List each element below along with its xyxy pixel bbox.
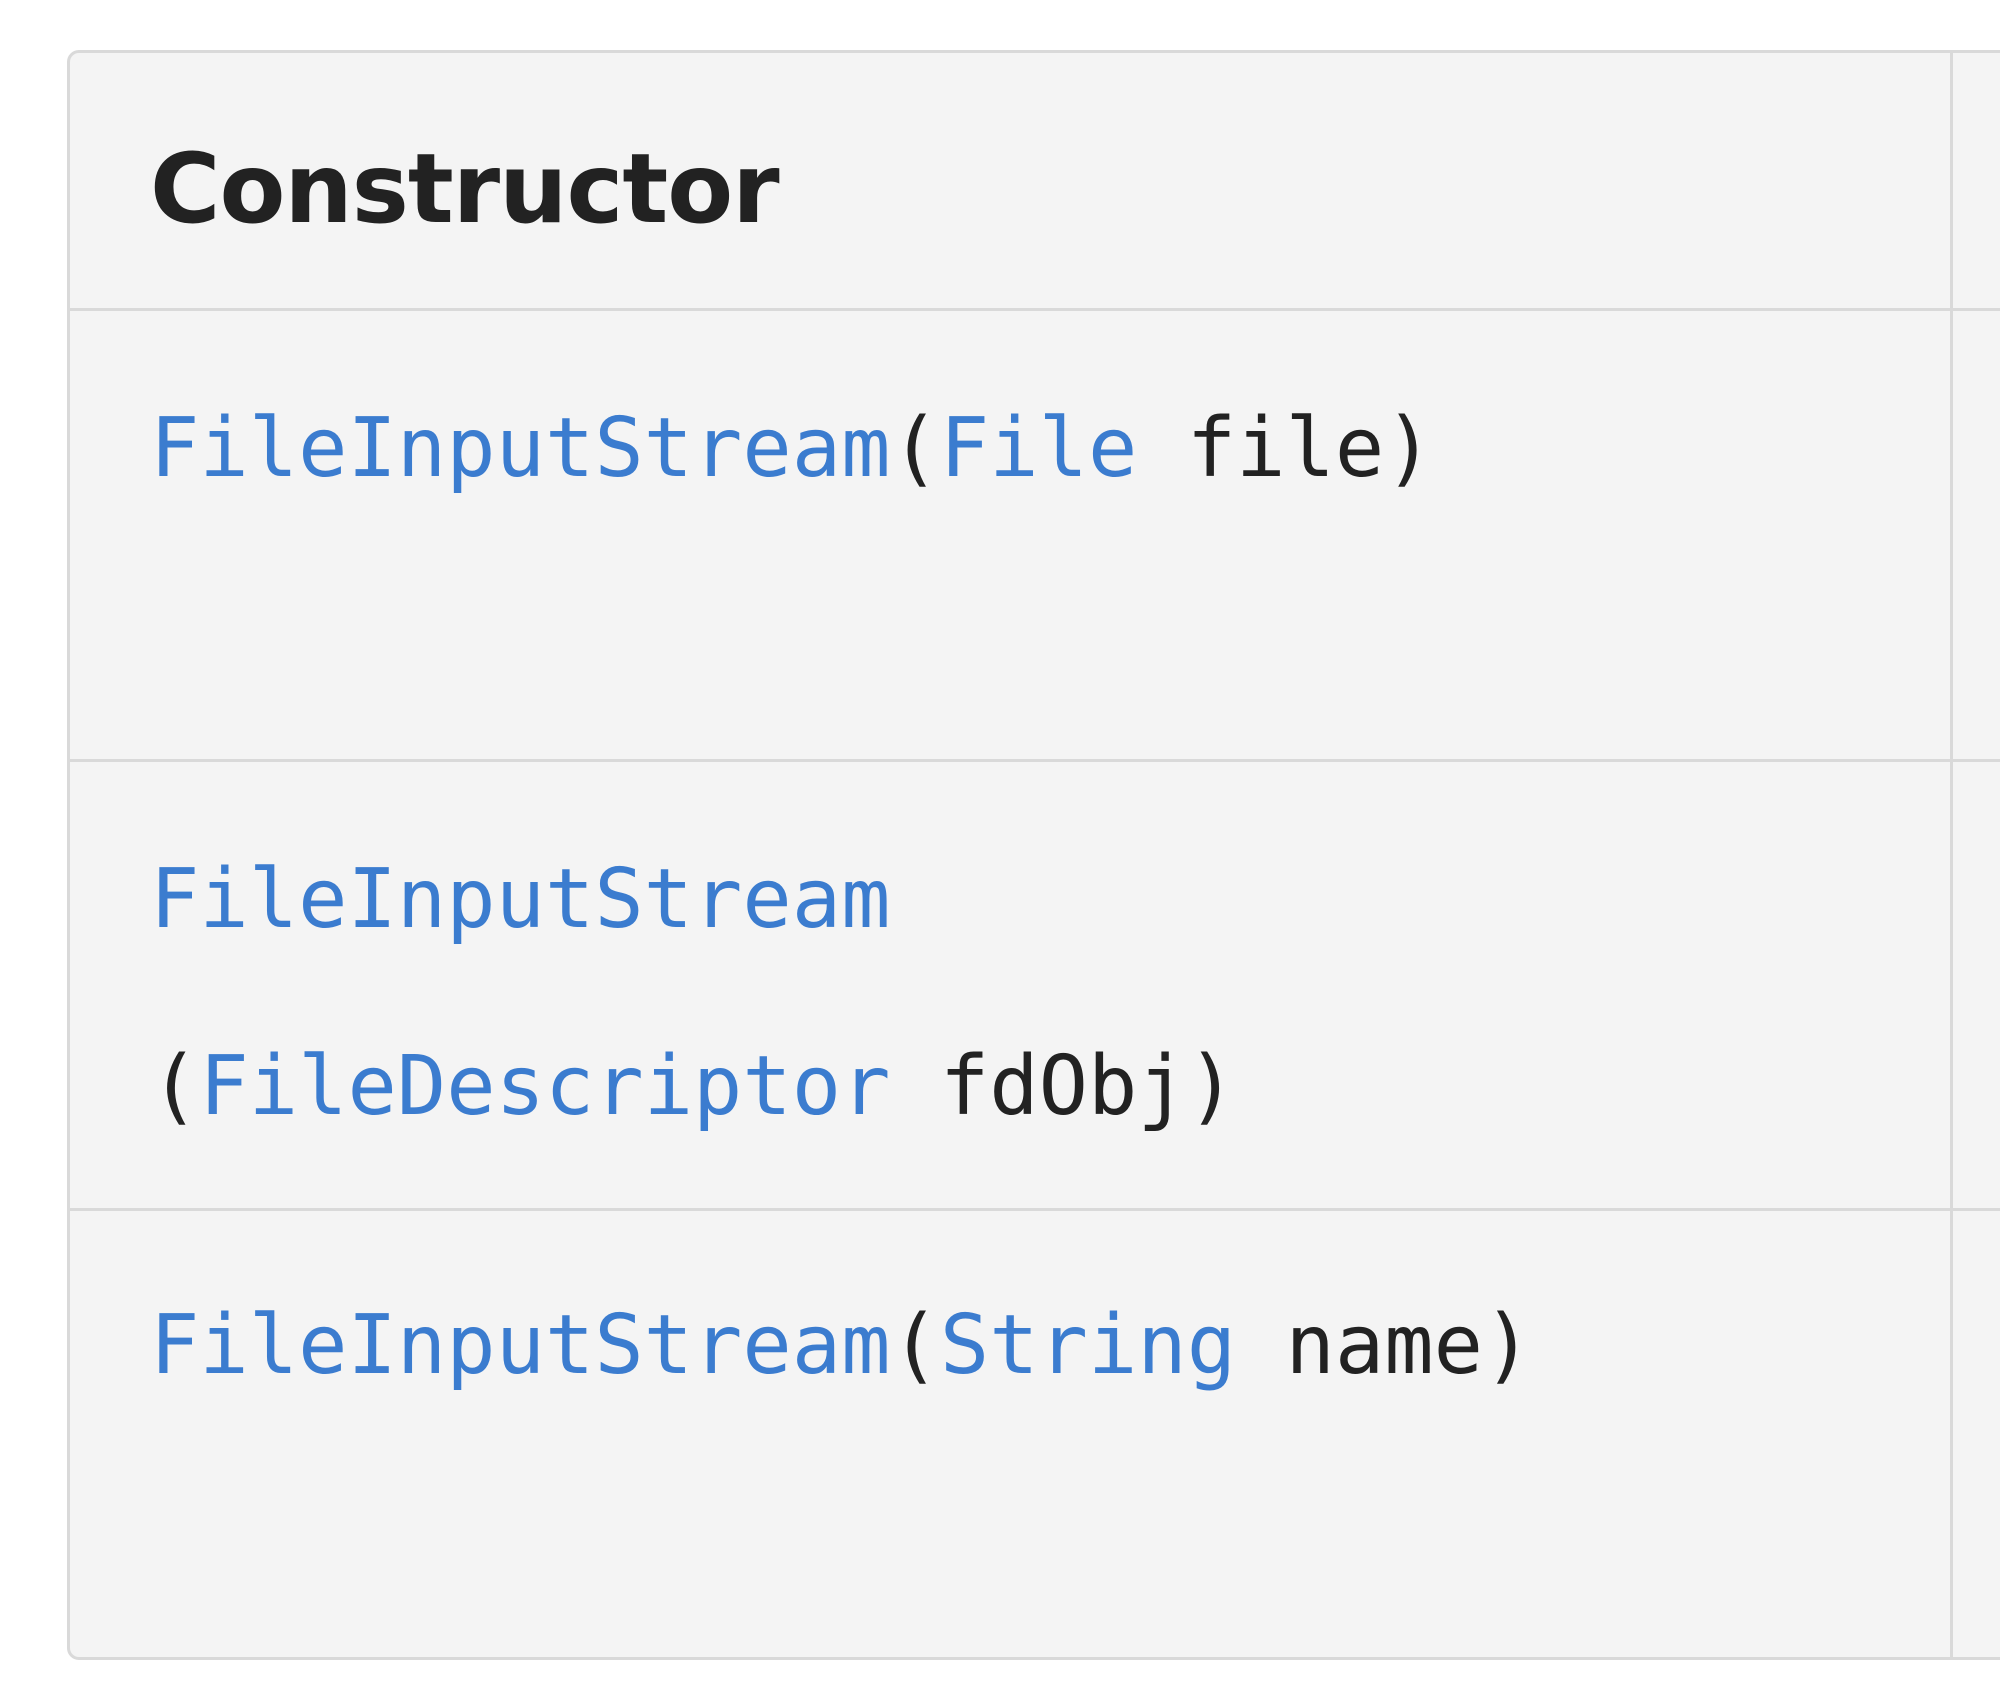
constructor-name-link[interactable]: FileInputStream [150, 401, 891, 496]
constructor-signature-name: FileInputStream(String name) [150, 1305, 1532, 1387]
constructor-table: Constructor FileInputStream(File file) F… [67, 50, 2000, 1660]
open-paren: ( [150, 1039, 200, 1134]
row-divider [70, 308, 2000, 311]
constructor-name-link[interactable]: FileInputStream [150, 852, 891, 947]
space [1137, 401, 1186, 496]
param-name: fdObj [939, 1039, 1187, 1134]
column-header-constructor: Constructor [150, 133, 780, 245]
param-type-link[interactable]: String [939, 1298, 1237, 1393]
open-paren: ( [890, 401, 940, 496]
param-name: name [1285, 1298, 1483, 1393]
param-name: file [1186, 401, 1385, 496]
close-paren: ) [1186, 1039, 1237, 1134]
param-type-link[interactable]: File [939, 401, 1138, 496]
open-paren: ( [890, 1298, 940, 1393]
column-divider [1950, 53, 1953, 1657]
close-paren: ) [1384, 401, 1434, 496]
constructor-signature-fdobj-line1: FileInputStream [150, 859, 891, 941]
constructor-name-link[interactable]: FileInputStream [150, 1298, 891, 1393]
param-type-link[interactable]: FileDescriptor [199, 1039, 891, 1134]
row-divider [70, 1208, 2000, 1211]
space [1236, 1298, 1285, 1393]
close-paren: ) [1482, 1298, 1533, 1393]
space [891, 1039, 940, 1134]
constructor-signature-file: FileInputStream(File file) [150, 408, 1434, 490]
row-divider [70, 759, 2000, 762]
constructor-signature-fdobj-line2: (FileDescriptor fdObj) [150, 1046, 1236, 1128]
